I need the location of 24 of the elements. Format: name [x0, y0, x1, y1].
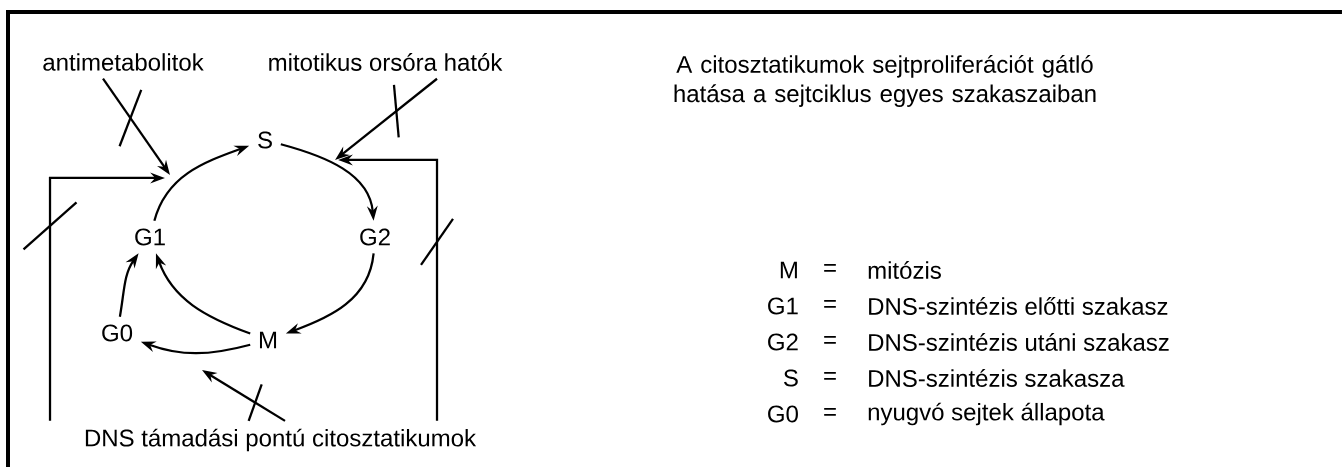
- equals-sign: =: [824, 300, 836, 308]
- legend-definition: DNS-szintézis utáni szakasz: [869, 333, 1169, 351]
- phase-label: G1: [135, 228, 165, 246]
- equals-sign: =: [824, 264, 836, 272]
- legend-symbol: M: [780, 261, 797, 279]
- drug-class-label: mitotikus orsóra hatók: [269, 53, 503, 71]
- legend-definition: DNS-szintézis előtti szakasz: [869, 297, 1168, 315]
- equals-sign: =: [824, 372, 836, 380]
- title: A citosztatikumok sejtproliferációt gátló hatása a sejtciklus egyes szakaszaiban: [674, 55, 1096, 107]
- legend-definition: nyugvó sejtek állapota: [868, 402, 1105, 426]
- phase-label: G2: [360, 228, 390, 246]
- legend-definition: DNS-szintézis szakasza: [869, 369, 1125, 387]
- legend-symbol: G1: [768, 297, 798, 315]
- equals-sign: =: [824, 408, 836, 416]
- legend-symbol: S: [783, 369, 798, 387]
- legend-symbol: G2: [768, 333, 798, 351]
- phase-label: M: [260, 331, 277, 349]
- legend-symbol: G0: [768, 405, 798, 423]
- drug-class-label: DNS támadási pontú citosztatikumok: [85, 428, 477, 452]
- legend-definition: mitózis: [868, 261, 941, 279]
- drug-class-label: antimetabolitok: [43, 53, 204, 71]
- phase-label: S: [258, 131, 272, 149]
- equals-sign: =: [824, 336, 836, 344]
- phase-label: G0: [102, 324, 133, 342]
